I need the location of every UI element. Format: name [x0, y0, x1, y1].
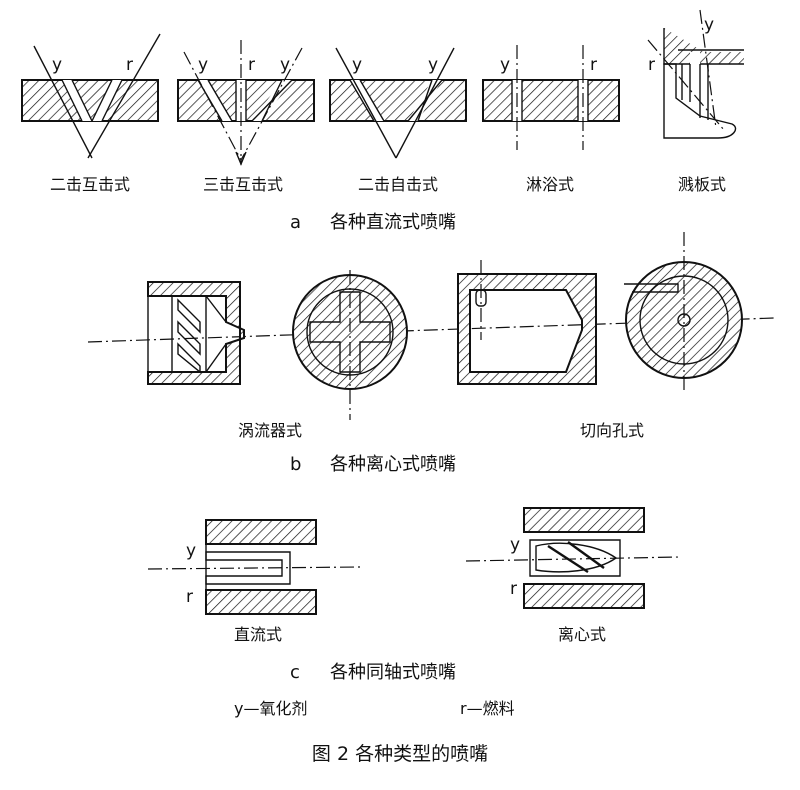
injector-plate: [329, 79, 467, 122]
section-c-title: 各种同轴式喷嘴: [330, 662, 456, 683]
label-r: r: [248, 55, 255, 75]
oxidizer-jet-axis: [699, 9, 717, 129]
nozzle-splash-plate: r y 溅板式: [647, 9, 744, 194]
caption-coaxial-straight: 直流式: [234, 625, 282, 644]
section-b-letter: b: [290, 454, 301, 475]
nozzle-tangential-section: [457, 260, 597, 385]
label-r: r: [126, 55, 133, 75]
section-b: 涡流器式 切向孔式 b 各种离心式喷嘴: [87, 232, 775, 475]
caption-self-impinging: 二击自击式: [358, 175, 438, 194]
label-r: r: [186, 587, 193, 607]
nozzle-tangential-cross-section: [624, 232, 743, 392]
nozzle-three-impinging: y r y 三击互击式: [177, 40, 315, 194]
oxidizer-jet-axis: [395, 47, 455, 159]
fuel-jet-axis: [87, 33, 161, 159]
section-c-letter: c: [290, 662, 300, 683]
centerline: [465, 556, 681, 562]
fuel-jet-axis: [647, 39, 725, 131]
label-y: y: [198, 55, 208, 75]
label-y: y: [352, 55, 362, 75]
section-a: y r 二击互击式 y r y 三击互击式: [21, 9, 744, 233]
oxidizer-jet-axis: [240, 47, 303, 161]
injector-plate: [482, 79, 620, 122]
label-y: y: [428, 55, 438, 75]
caption-shower: 淋浴式: [526, 175, 574, 194]
legend-fuel: r—燃料: [460, 699, 515, 718]
section-b-title: 各种离心式喷嘴: [330, 454, 456, 475]
nozzle-coaxial-swirl: y r 离心式: [465, 507, 681, 644]
label-r: r: [648, 55, 655, 75]
section-c: y r 直流式 y r 离心式 c 各种同轴式喷嘴: [147, 507, 681, 683]
label-r: r: [510, 579, 517, 599]
caption-swirler: 涡流器式: [238, 421, 302, 440]
centerline: [87, 317, 775, 343]
oxidizer-jet-axis: [335, 47, 397, 159]
label-y: y: [52, 55, 62, 75]
nozzle-two-impinging: y r 二击互击式: [21, 33, 161, 194]
figure-caption: 图 2 各种类型的喷嘴: [312, 743, 488, 765]
label-r: r: [590, 55, 597, 75]
nozzle-coaxial-straight: y r 直流式: [147, 519, 361, 644]
centerline: [147, 566, 361, 570]
caption-coaxial-swirl: 离心式: [558, 625, 606, 644]
oxidizer-jet-axis: [183, 51, 242, 161]
caption-two-impinging: 二击互击式: [50, 175, 130, 194]
caption-tangential: 切向孔式: [580, 421, 644, 440]
oxidizer-jet-axis: [33, 45, 93, 159]
caption-splash-plate: 溅板式: [678, 175, 726, 194]
label-y: y: [186, 541, 196, 561]
section-a-letter: a: [290, 212, 301, 233]
nozzle-self-impinging: y y 二击自击式: [329, 47, 467, 194]
label-y: y: [500, 55, 510, 75]
section-a-title: 各种直流式喷嘴: [330, 212, 456, 233]
injector-plate: [21, 79, 159, 122]
label-y: y: [280, 55, 290, 75]
legend-oxidizer: y—氧化剂: [234, 699, 307, 718]
label-y: y: [510, 535, 520, 555]
nozzle-swirler-cross-section: [292, 270, 408, 420]
label-y: y: [704, 15, 714, 35]
nozzle-shower: y r 淋浴式: [482, 45, 620, 194]
nozzle-swirler-section: [147, 281, 245, 385]
caption-three-impinging: 三击互击式: [203, 175, 283, 194]
